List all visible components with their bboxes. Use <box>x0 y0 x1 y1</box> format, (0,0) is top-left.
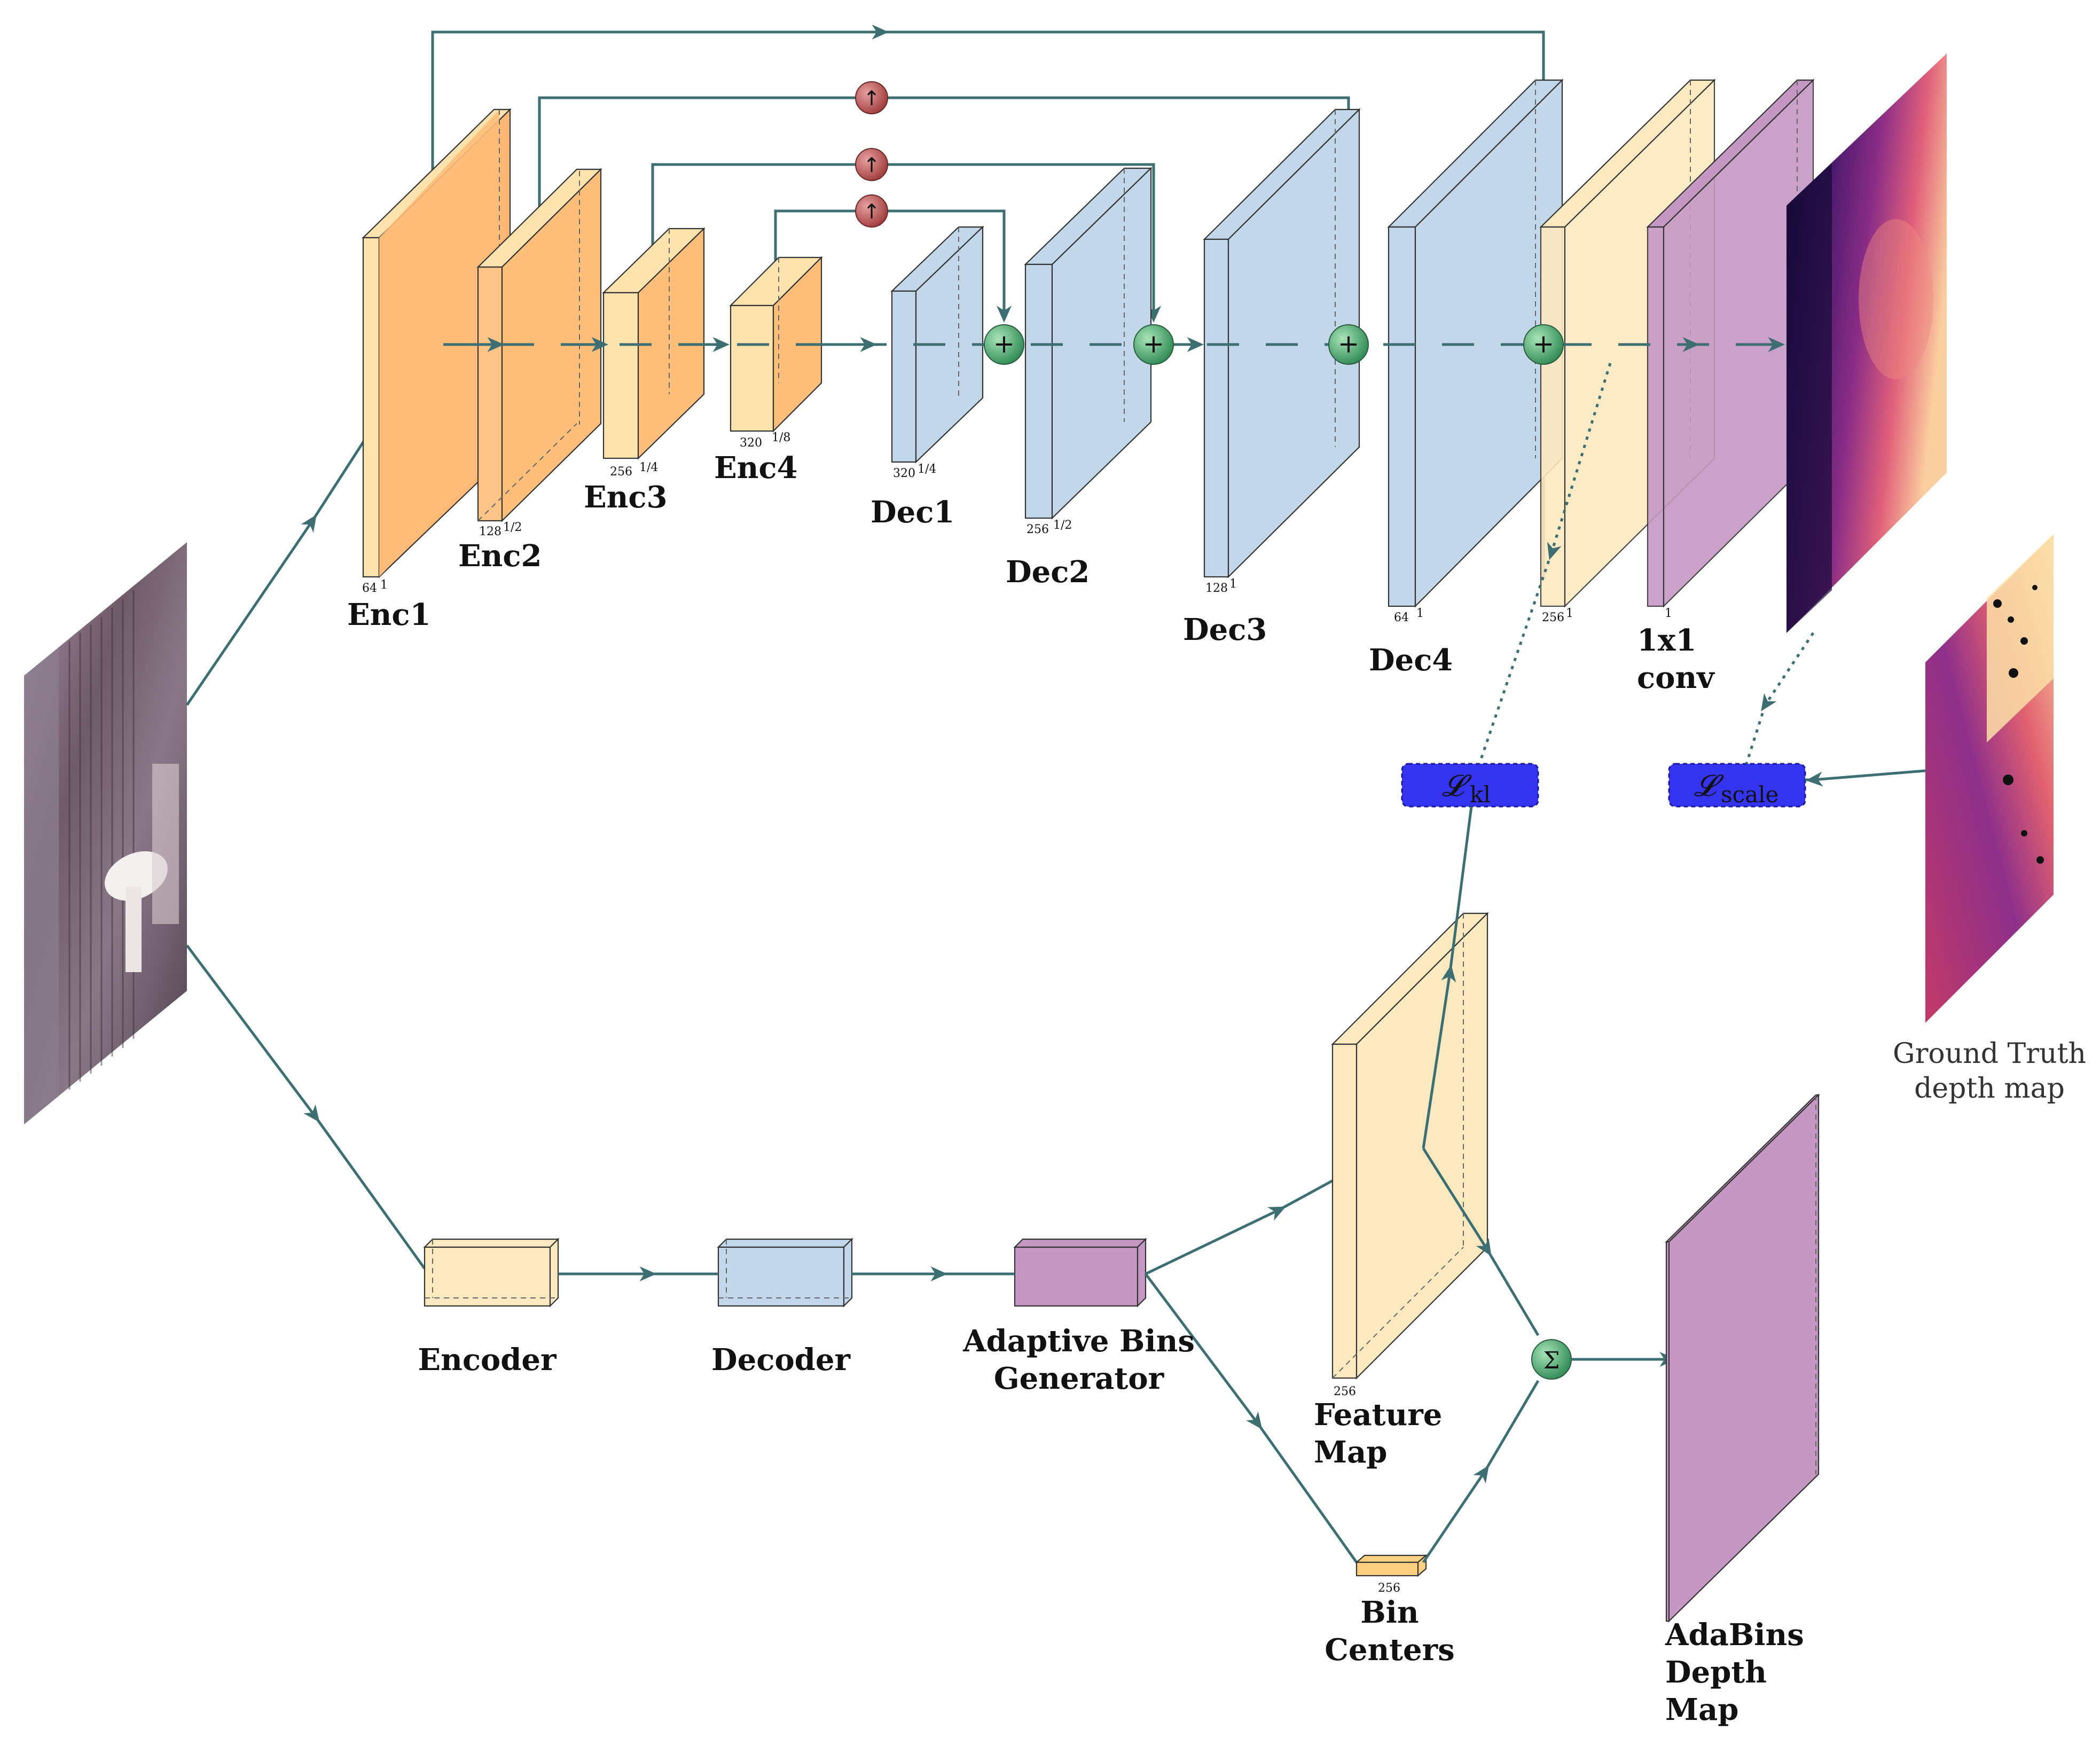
feature-map-connectors <box>1422 806 1540 1336</box>
head-256-channels: 256 <box>1542 611 1564 624</box>
head-block-1x1-conv <box>1646 79 1815 608</box>
bottom-decoder-block[interactable] <box>717 1238 853 1308</box>
svg-text:+: + <box>1533 329 1554 359</box>
dec1-scale: 1/4 <box>918 463 936 476</box>
dec3-scale: 1 <box>1229 577 1237 591</box>
dec1-label: Dec1 <box>871 495 954 530</box>
enc3-scale: 1/4 <box>639 461 658 474</box>
upsample-node-1: ↑ <box>855 81 888 114</box>
conv-scale: 1 <box>1665 607 1672 620</box>
svg-text:↑: ↑ <box>863 153 880 177</box>
dec2-channels: 256 <box>1027 523 1049 536</box>
loss-kl-box: 𝓛 kl <box>1401 763 1539 808</box>
enc2-channels: 128 <box>479 525 502 538</box>
add-node-2: + <box>1133 324 1174 365</box>
dec3-channels: 128 <box>1205 582 1228 595</box>
sum-node: Σ <box>1531 1339 1572 1380</box>
loss-connectors <box>1478 363 1926 787</box>
ground-truth-label-line1: Ground Truth <box>1893 1038 2086 1070</box>
enc3-label: Enc3 <box>584 480 667 515</box>
dec4-label: Dec4 <box>1369 643 1453 678</box>
feature-map-label-line1: Feature <box>1314 1397 1442 1433</box>
svg-text:↑: ↑ <box>863 200 880 223</box>
svg-text:scale: scale <box>1721 781 1778 808</box>
conv-label-line1: 1x1 <box>1637 623 1696 658</box>
svg-text:+: + <box>993 329 1015 359</box>
bin-centers-block <box>1355 1554 1428 1577</box>
encoder-block-enc1 <box>362 108 512 578</box>
bin-centers-label-line1: Bin <box>1360 1595 1419 1630</box>
dec2-scale: 1/2 <box>1053 519 1072 532</box>
ground-truth-depth-map <box>1925 534 2054 1023</box>
svg-text:+: + <box>1338 329 1359 359</box>
enc2-label: Enc2 <box>458 538 542 574</box>
svg-text:Σ: Σ <box>1543 1347 1560 1374</box>
svg-text:kl: kl <box>1470 781 1491 808</box>
encoder-block-enc2 <box>476 168 602 522</box>
add-node-1: + <box>984 324 1024 365</box>
svg-text:+: + <box>1143 329 1164 359</box>
dec3-label: Dec3 <box>1183 612 1267 647</box>
adabins-label-line1: AdaBins <box>1665 1617 1804 1653</box>
dec4-channels: 64 <box>1394 611 1409 624</box>
bottom-encoder-block[interactable] <box>423 1238 560 1308</box>
enc4-label: Enc4 <box>714 450 797 486</box>
enc1-scale: 1 <box>380 578 388 592</box>
dec4-scale: 1 <box>1416 607 1424 620</box>
conv-label-line2: conv <box>1637 660 1715 695</box>
ground-truth-label-line2: depth map <box>1914 1073 2065 1105</box>
svg-text:↑: ↑ <box>863 87 880 110</box>
skip-connection-enc3 <box>651 163 1161 323</box>
enc4-channels: 320 <box>740 436 762 450</box>
enc4-scale: 1/8 <box>772 431 790 444</box>
bottom-decoder-label: Decoder <box>711 1342 851 1378</box>
upsample-node-2: ↑ <box>855 148 888 181</box>
adaptive-bins-generator-block[interactable] <box>1013 1238 1147 1308</box>
add-node-3: + <box>1328 324 1369 365</box>
feature-map-channels: 256 <box>1334 1385 1356 1398</box>
loss-scale-box: 𝓛 scale <box>1668 763 1806 808</box>
enc1-channels: 64 <box>362 582 377 595</box>
bin-centers-channels: 256 <box>1378 1582 1400 1595</box>
adaptive-bins-label-line2: Generator <box>994 1361 1165 1396</box>
encoder-block-enc3 <box>602 227 706 460</box>
dec1-channels: 320 <box>893 467 915 480</box>
bin-centers-label-line2: Centers <box>1325 1632 1454 1668</box>
skip-connection-enc4 <box>774 209 1012 323</box>
enc3-channels: 256 <box>610 465 632 479</box>
bin-centers-to-sum-arrow <box>1422 1380 1540 1563</box>
enc2-scale: 1/2 <box>503 521 522 534</box>
head-256-scale: 1 <box>1566 607 1573 620</box>
input-lower-branch-arrow <box>186 944 426 1270</box>
upsample-node-3: ↑ <box>855 194 888 228</box>
dec2-label: Dec2 <box>1006 554 1090 590</box>
adabins-depth-map-block <box>1665 1093 1820 1623</box>
bottom-flow-arrows <box>558 1144 1398 1563</box>
feature-map-label-line2: Map <box>1314 1435 1387 1470</box>
bottom-encoder-label: Encoder <box>418 1342 557 1378</box>
feature-map-block <box>1331 912 1489 1380</box>
decoder-block-dec1 <box>890 225 984 464</box>
predicted-depth-map <box>1786 53 1947 633</box>
adabins-label-line3: Map <box>1665 1692 1738 1727</box>
decoder-block-dec4 <box>1387 79 1564 608</box>
adabins-label-line2: Depth <box>1665 1655 1767 1690</box>
input-image <box>24 542 187 1124</box>
enc1-label: Enc1 <box>347 597 430 632</box>
adaptive-bins-label-line1: Adaptive Bins <box>962 1324 1195 1359</box>
add-node-4: + <box>1523 324 1564 365</box>
